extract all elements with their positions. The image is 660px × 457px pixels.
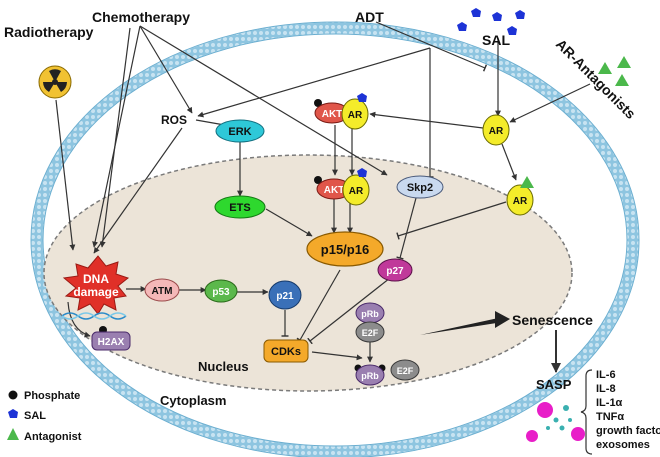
cytoplasm-label: Cytoplasm: [160, 393, 226, 408]
sal-molecule-icon: [357, 168, 367, 177]
e2f-node-shape: [355, 321, 385, 343]
cell-membrane-inner-line: [42, 33, 628, 447]
sal-molecule-icon: [8, 409, 18, 418]
sal-label: SAL: [482, 32, 510, 48]
cdks-node: CDKs: [271, 346, 301, 358]
p27-node: p27: [386, 266, 404, 277]
sasp-vesicle-icon: [526, 402, 585, 442]
chemotherapy-label: Chemotherapy: [92, 9, 190, 25]
prb-node: pRb: [361, 309, 379, 319]
phosphate-dot-icon: [314, 176, 322, 184]
ar-node-shape: [341, 98, 369, 130]
adt-label: ADT: [355, 9, 384, 25]
cell-membrane-outer-line: [30, 21, 640, 457]
ar-node-shape: [342, 174, 370, 206]
sasp-factor-growth: growth factors: [596, 425, 660, 437]
skp2-node: Skp2: [407, 182, 433, 194]
p15-p16-node-shape: [306, 231, 384, 267]
ets-node-shape: [214, 195, 266, 219]
legend: Phosphate SAL Antagonist: [7, 390, 82, 443]
ros-node: ROS: [161, 113, 187, 127]
antagonist-triangle-icon: [598, 56, 631, 86]
senescence-arrow: [420, 317, 503, 335]
cdks-node-shape: [263, 339, 309, 363]
ar-node: AR: [349, 186, 364, 197]
prb-node: pRb: [361, 371, 379, 381]
ar-node-shape: [506, 184, 534, 216]
p53-node-shape: [204, 279, 238, 303]
ets-node: ETS: [229, 202, 250, 214]
p15-p16-node: p15/p16: [321, 242, 369, 257]
e2f-node-shape: [390, 359, 420, 381]
nucleus-label: Nucleus: [198, 359, 249, 374]
radiation-icon: [38, 65, 72, 99]
sasp-factor-il8: IL-8: [596, 383, 616, 395]
sal-molecule-icon: [357, 93, 367, 102]
p27-node-shape: [377, 258, 413, 282]
sasp-label: SASP: [536, 377, 572, 392]
dna-helix-icon: [61, 312, 127, 320]
p53-node: p53: [212, 287, 230, 298]
sasp-factor-tnfa: TNFα: [596, 411, 624, 423]
nucleus: [43, 154, 573, 392]
prb-node-shape: [355, 364, 385, 386]
senescence-label: Senescence: [512, 312, 593, 328]
e2f-node: E2F: [397, 366, 414, 376]
erk-node: ERK: [228, 126, 251, 138]
erk-node-shape: [215, 119, 265, 143]
e2f-node: E2F: [362, 328, 379, 338]
ar-node: AR: [513, 196, 528, 207]
legend-antagonist: Antagonist: [24, 431, 82, 443]
h2ax-node: H2AX: [98, 337, 125, 348]
akt-node: AKT: [322, 109, 343, 120]
radiotherapy-label: Radiotherapy: [4, 24, 94, 40]
antagonist-triangle-icon: [520, 176, 534, 188]
senescence-arrowhead: [495, 311, 510, 328]
sasp-factor-exosomes: exosomes: [596, 439, 650, 451]
legend-sal: SAL: [24, 410, 46, 422]
sasp-bracket: [580, 369, 593, 455]
dna-damage-label-line2: damage: [73, 285, 119, 299]
p21-node-shape: [268, 280, 302, 310]
phosphate-dot-icon: [314, 99, 322, 107]
skp2-node-shape: [396, 175, 444, 199]
phosphate-dot-icon: [8, 390, 18, 400]
antagonist-triangle-icon: [7, 428, 19, 440]
ar-node: AR: [348, 110, 363, 121]
sasp-factor-il6: IL-6: [596, 369, 616, 381]
akt-node: AKT: [324, 185, 345, 196]
ar-node: AR: [489, 126, 504, 137]
atm-node: ATM: [152, 286, 173, 297]
sal-molecule-icon: [457, 8, 525, 35]
legend-phosphate: Phosphate: [24, 390, 80, 402]
atm-node-shape: [144, 278, 180, 302]
p21-node: p21: [276, 291, 294, 302]
ar-node-shape: [482, 114, 510, 146]
dna-damage-label-line1: DNA: [83, 272, 109, 286]
h2ax-node-shape: [91, 331, 131, 351]
sasp-factor-il1a: IL-1α: [596, 397, 623, 409]
